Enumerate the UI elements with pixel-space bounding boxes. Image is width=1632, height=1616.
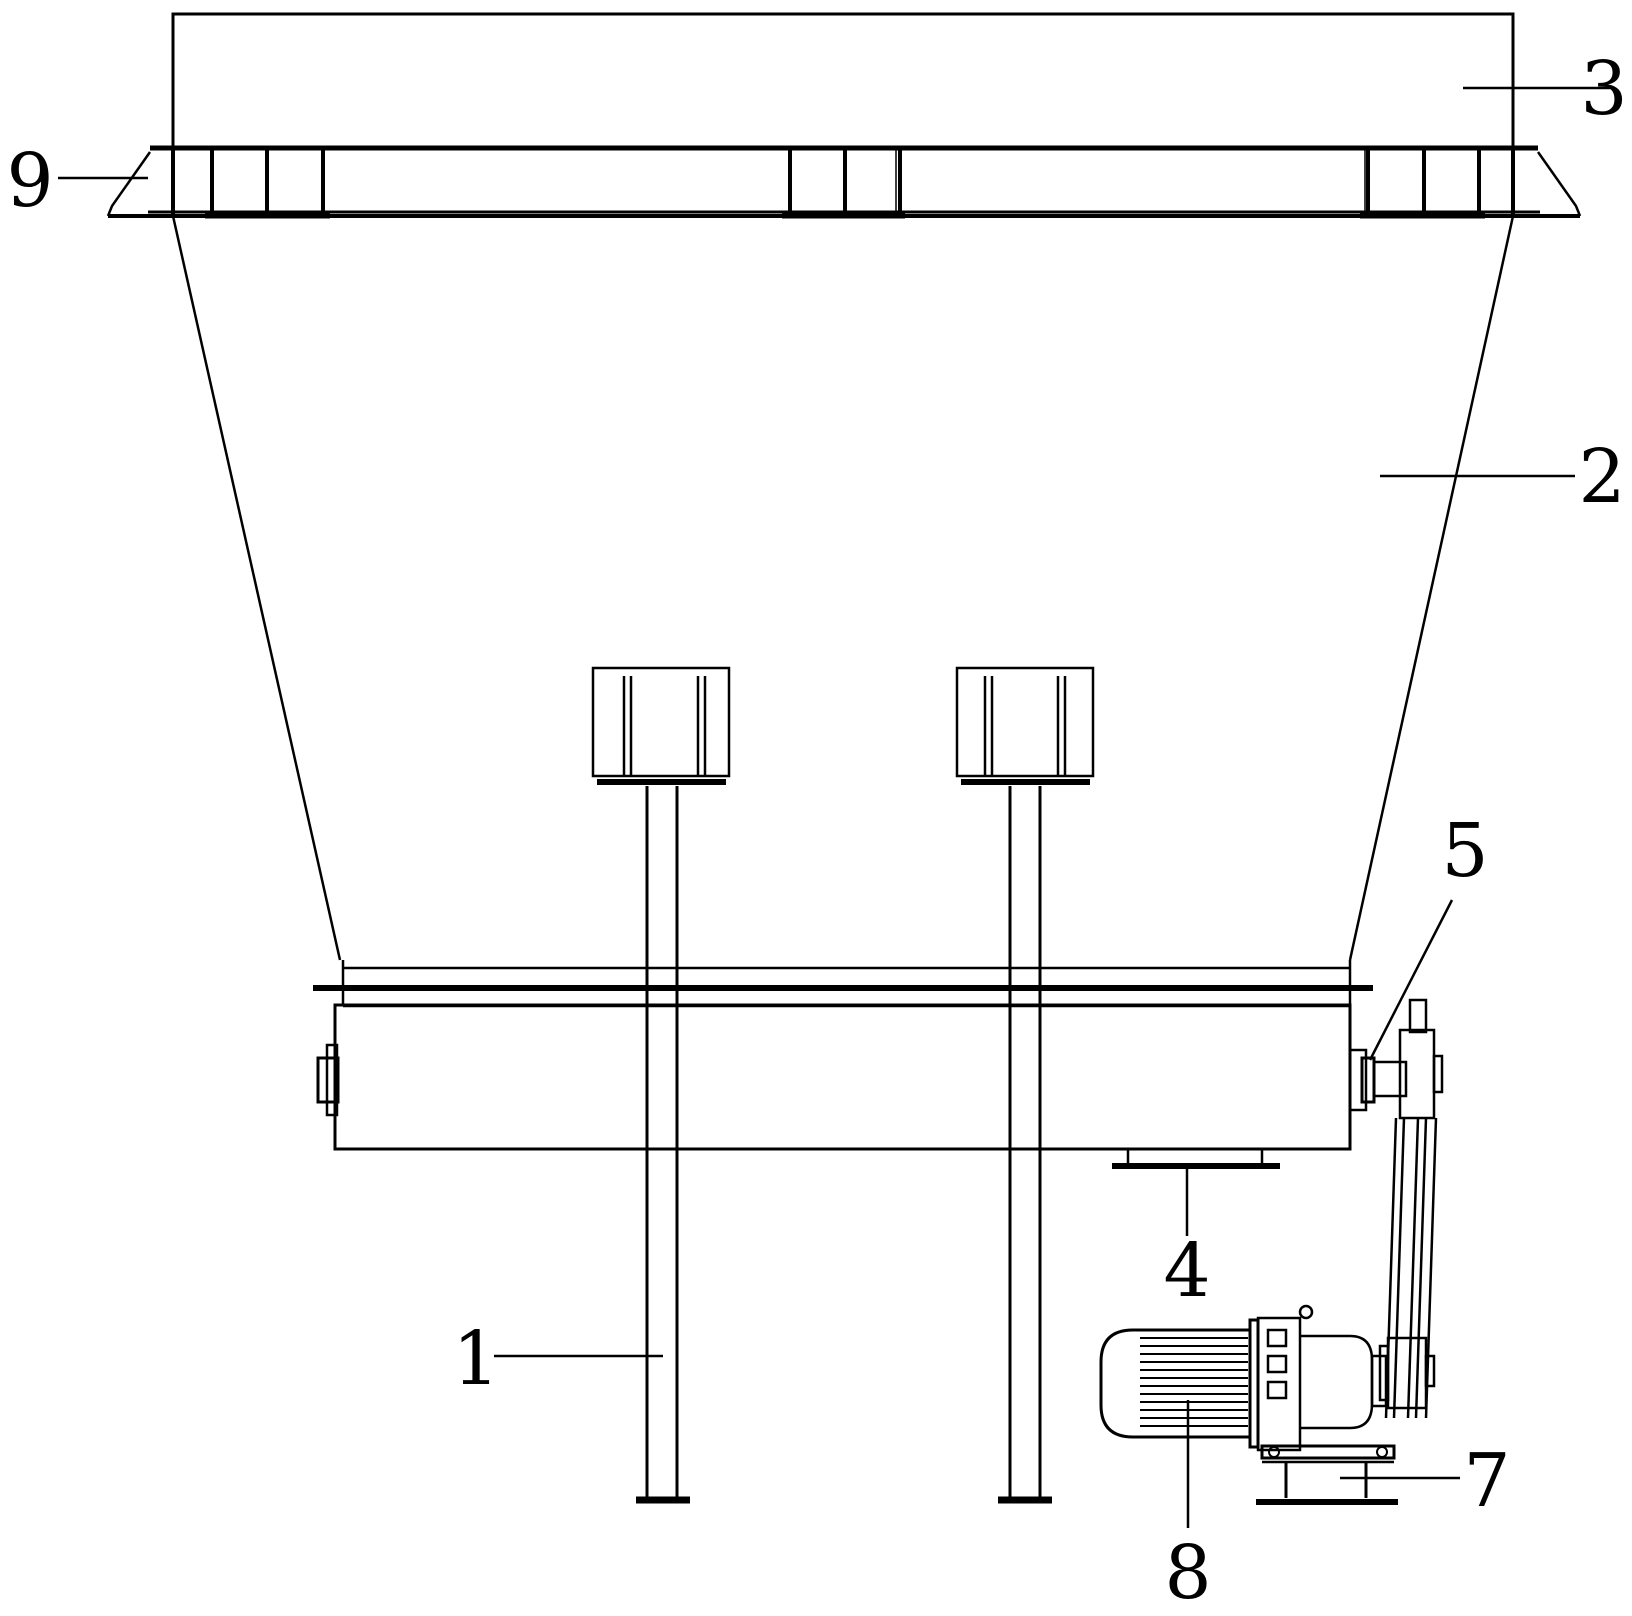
hopper [171, 215, 1515, 961]
callout-1: 1 [452, 1316, 499, 1402]
motor-base [1256, 1444, 1398, 1505]
leader-lines [58, 86, 1615, 1528]
mounting-flange [106, 145, 1582, 219]
callout-5: 5 [1441, 808, 1488, 894]
chain-drive [1372, 998, 1444, 1419]
support-leg-left [591, 666, 731, 1504]
support-leg-right [955, 666, 1095, 1504]
discharge-outlet [1112, 1149, 1280, 1169]
callout-9: 9 [6, 138, 53, 224]
top-frame [171, 12, 1515, 150]
callout-7: 7 [1463, 1438, 1510, 1524]
callouts: 1 2 3 4 5 7 8 9 [6, 46, 1627, 1616]
callout-2: 2 [1578, 434, 1625, 520]
callout-4: 4 [1163, 1228, 1210, 1314]
motor [1099, 1318, 1260, 1449]
trough-body [313, 960, 1376, 1151]
callout-3: 3 [1580, 46, 1627, 132]
gear-reducer [1256, 1304, 1388, 1452]
callout-8: 8 [1164, 1530, 1211, 1616]
